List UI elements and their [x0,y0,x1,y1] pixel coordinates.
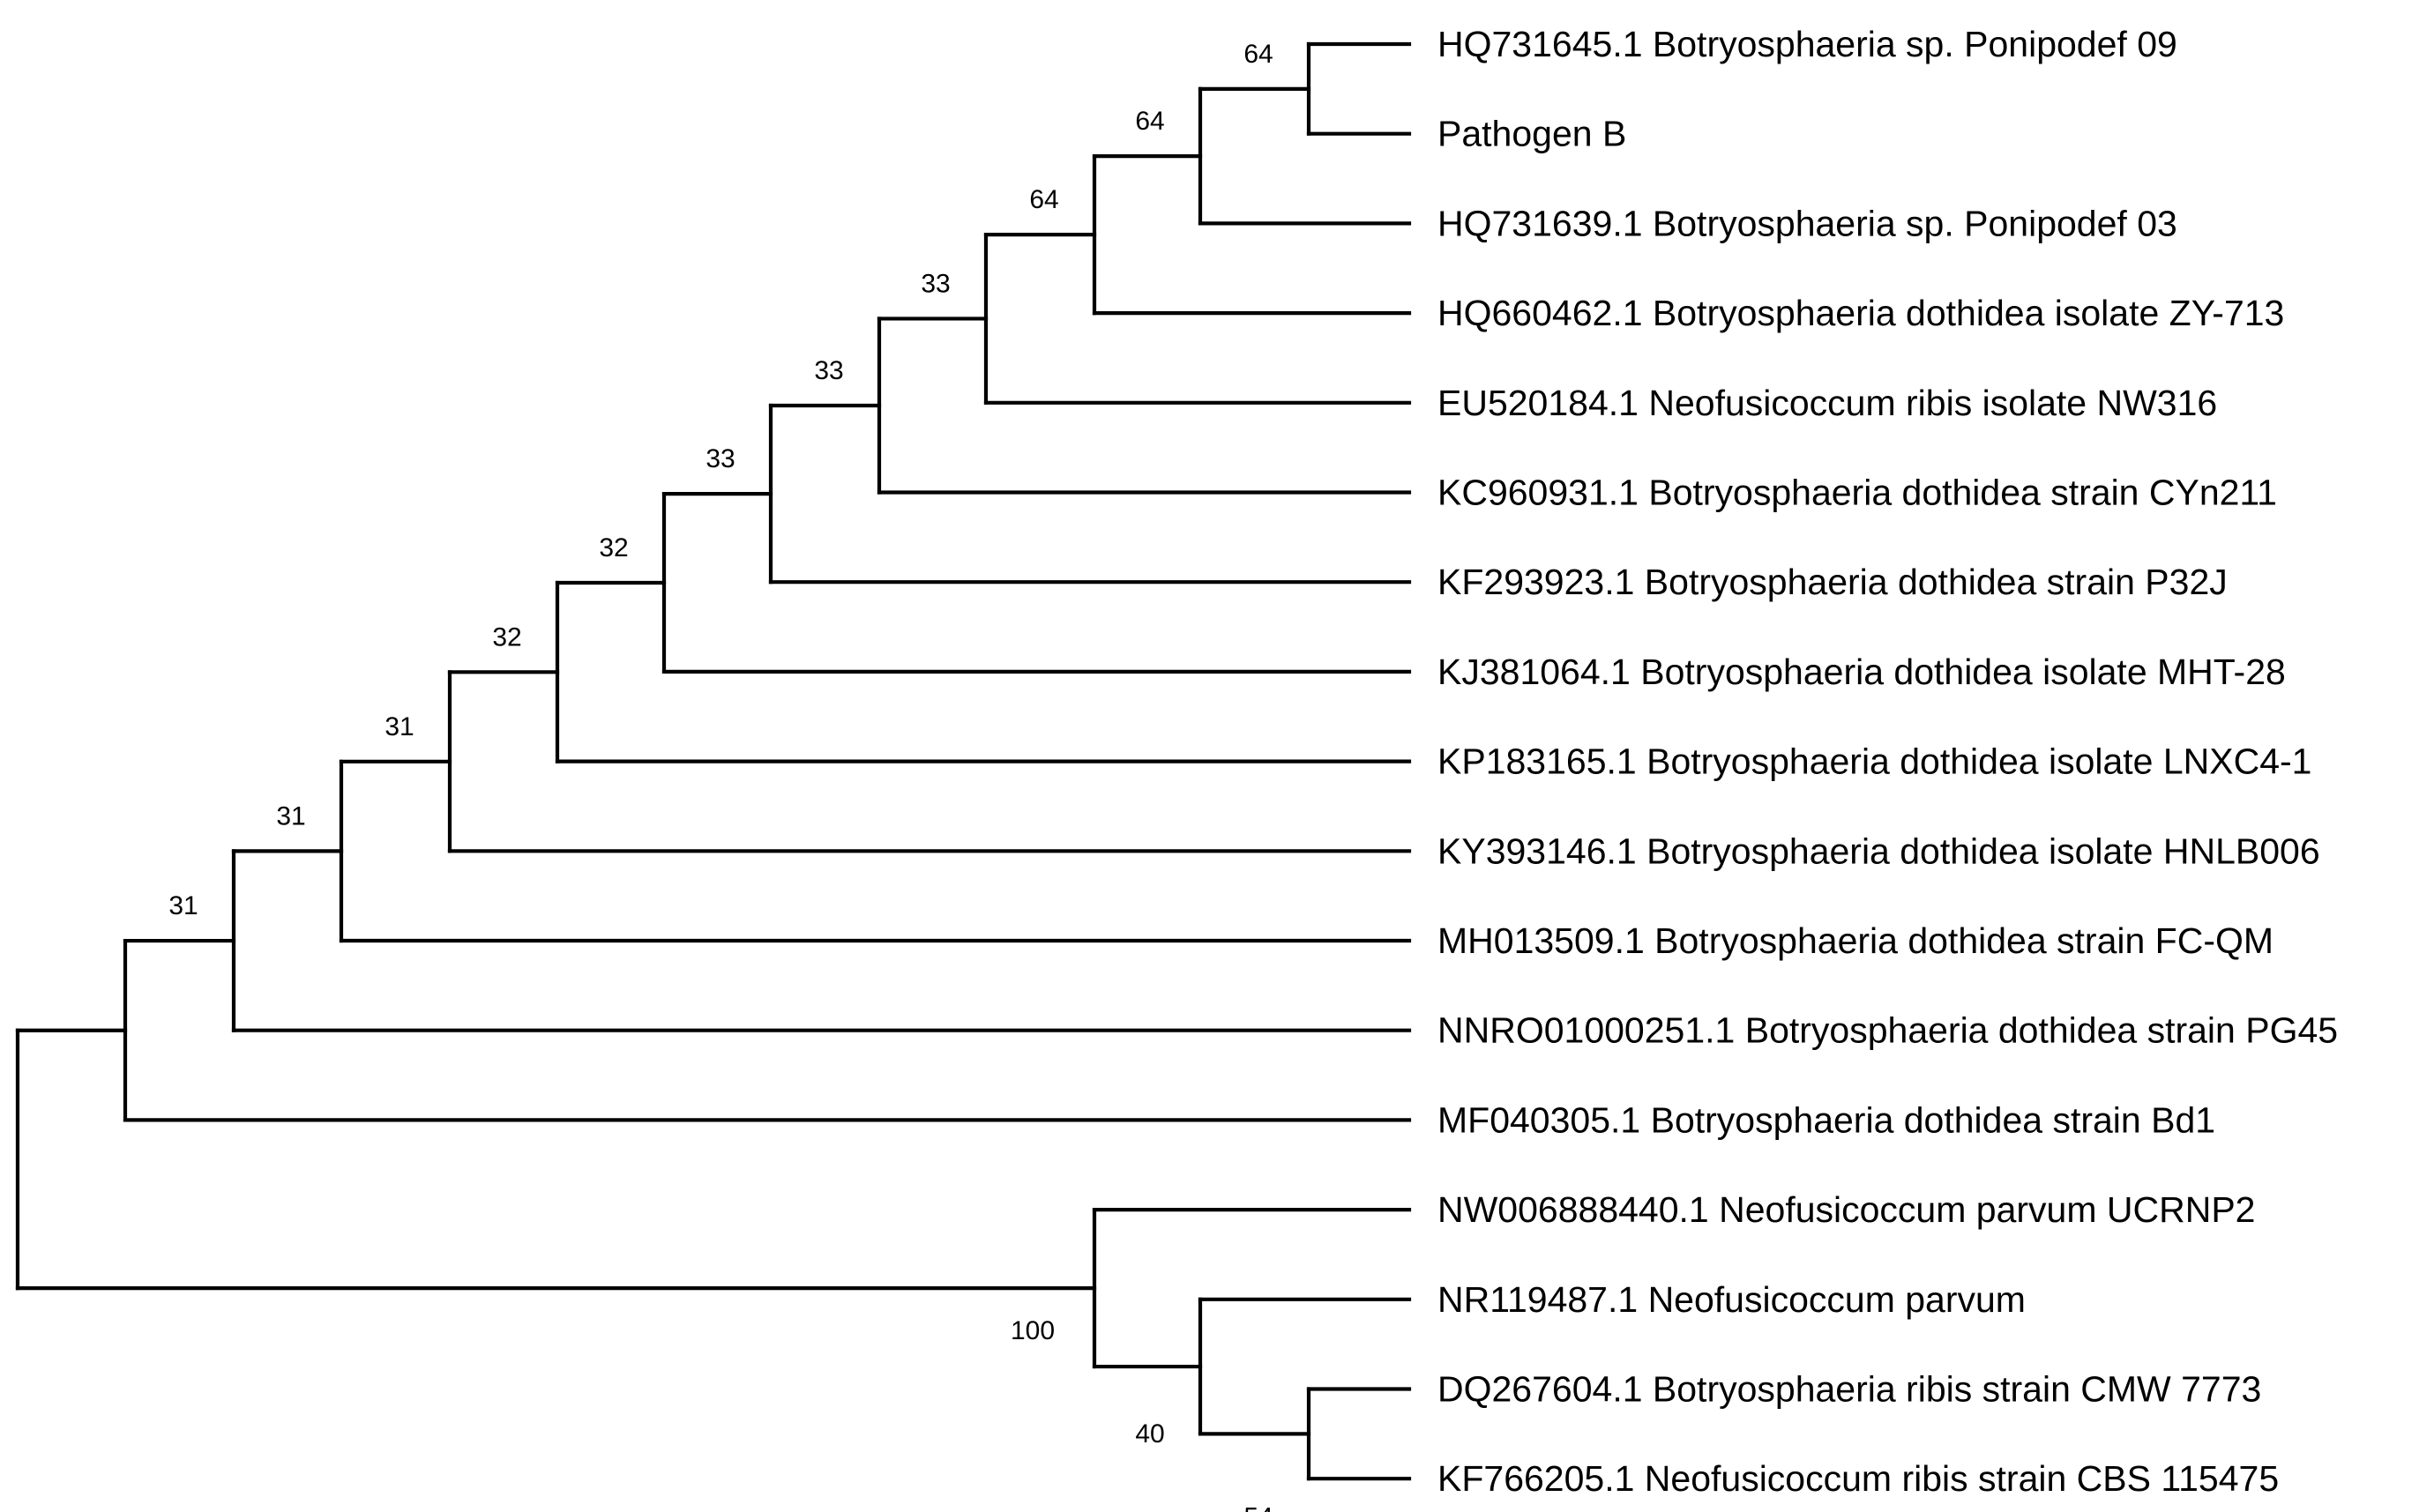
taxon-label: KP183165.1 Botryosphaeria dothidea isola… [1437,741,2312,782]
taxon-label: MH013509.1 Botryosphaeria dothidea strai… [1437,920,2273,961]
taxon-label: EU520184.1 Neofusicoccum ribis isolate N… [1437,383,2217,423]
bootstrap-value: 40 [1135,1419,1164,1449]
bootstrap-value: 100 [1011,1316,1055,1345]
bootstrap-value: 33 [706,444,735,473]
bootstrap-value: 64 [1243,40,1273,69]
taxon-label: NNRO01000251.1 Botryosphaeria dothidea s… [1437,1010,2338,1051]
taxon-label: NW006888440.1 Neofusicoccum parvum UCRNP… [1437,1189,2255,1230]
taxon-label: HQ660462.1 Botryosphaeria dothidea isola… [1437,293,2284,333]
taxon-labels: HQ731645.1 Botryosphaeria sp. Ponipodef … [1437,24,2338,1499]
bootstrap-value: 31 [168,891,198,920]
bootstrap-value: 64 [1029,185,1058,214]
bootstrap-values: 64 64 64 33 33 33 32 32 31 31 31 100 40 54 [168,40,1273,1512]
taxon-label: KC960931.1 Botryosphaeria dothidea strai… [1437,473,2277,513]
taxon-label: MF040305.1 Botryosphaeria dothidea strai… [1437,1099,2215,1140]
taxon-label: HQ731645.1 Botryosphaeria sp. Ponipodef … [1437,24,2177,64]
bootstrap-value: 32 [599,533,628,562]
taxon-label: KJ381064.1 Botryosphaeria dothidea isola… [1437,652,2286,692]
bootstrap-value: 31 [276,801,305,830]
taxon-label: DQ267604.1 Botryosphaeria ribis strain C… [1437,1369,2261,1410]
bootstrap-value: 31 [385,712,414,741]
tree-branches [15,41,1412,1481]
bootstrap-value: 54 [1243,1502,1273,1512]
taxon-label: KF766205.1 Neofusicoccum ribis strain CB… [1437,1458,2279,1499]
taxon-label: KY393146.1 Botryosphaeria dothidea isola… [1437,830,2320,871]
bootstrap-value: 33 [921,269,950,298]
taxon-label: KF293923.1 Botryosphaeria dothidea strai… [1437,562,2228,602]
taxon-label: NR119487.1 Neofusicoccum parvum [1437,1279,2026,1320]
taxon-label: Pathogen B [1437,114,1626,154]
bootstrap-value: 33 [814,356,843,385]
bootstrap-value: 32 [492,622,521,652]
taxon-label: HQ731639.1 Botryosphaeria sp. Ponipodef … [1437,203,2177,243]
bootstrap-value: 64 [1135,107,1164,136]
